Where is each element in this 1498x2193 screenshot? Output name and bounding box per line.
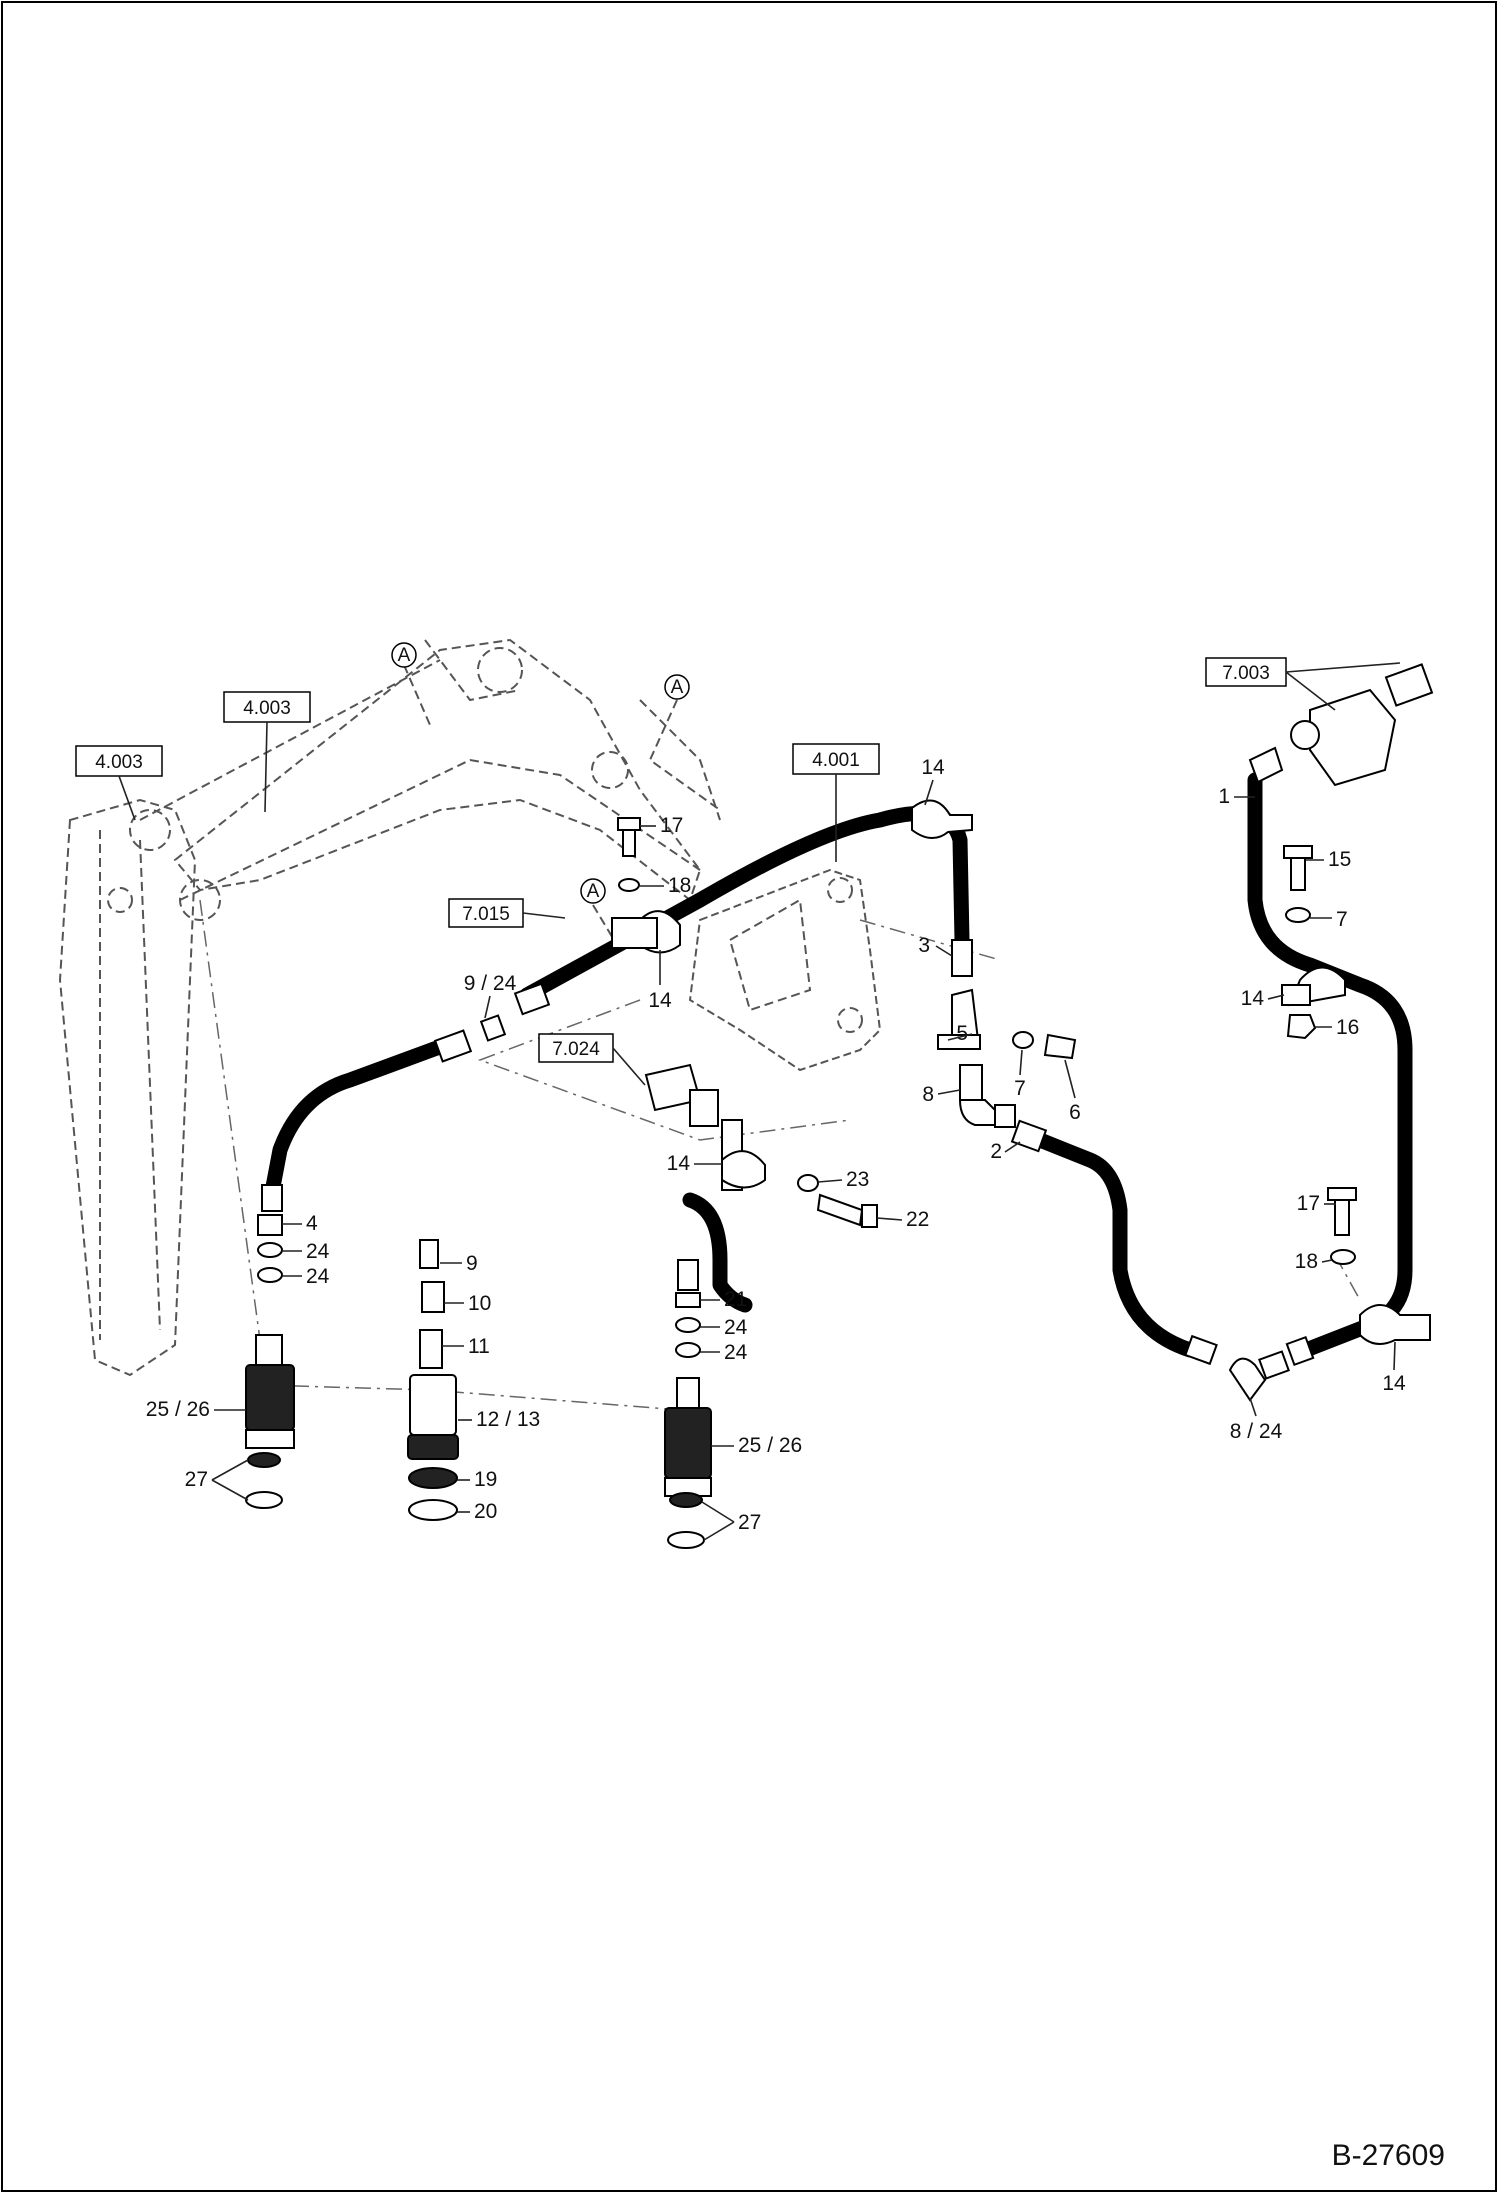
callout-label: 12 / 13	[476, 1408, 540, 1431]
callout-label: 16	[1336, 1016, 1359, 1039]
callout-label: 6	[1069, 1101, 1081, 1124]
ref-label-4003-b: 4.003	[243, 698, 291, 719]
callout-label: 23	[846, 1168, 869, 1191]
ref-box-7015	[448, 898, 524, 928]
callout-label: 2	[990, 1140, 1002, 1163]
callout-label: 8 / 24	[1230, 1420, 1283, 1443]
detail-marker-circle	[664, 674, 690, 700]
ref-label-7024: 7.024	[552, 1039, 600, 1060]
callout-label: 14	[921, 756, 945, 779]
detail-marker-label: A	[398, 645, 411, 666]
callout-label: 15	[1328, 848, 1351, 871]
callout-label: 7	[1336, 908, 1348, 931]
callout-label: 19	[474, 1468, 497, 1491]
fittings	[245, 663, 1434, 1549]
callout-label: 24	[306, 1240, 330, 1263]
callout-label: 10	[468, 1292, 491, 1315]
hoses	[264, 772, 1413, 1358]
ref-box-4003-a	[75, 745, 163, 777]
callout-label: 18	[668, 874, 691, 897]
detail-marker-circle	[391, 642, 417, 668]
callout-label: 27	[185, 1468, 208, 1491]
callout-label: 5	[956, 1022, 968, 1045]
detail-markers: A A A	[391, 642, 690, 904]
callout-label: 27	[738, 1511, 761, 1534]
callout-label: 21	[724, 1288, 747, 1311]
detail-marker-label: A	[587, 881, 600, 902]
ref-label-7003: 7.003	[1222, 663, 1270, 684]
callout-label: 25 / 26	[146, 1398, 210, 1421]
ref-box-7003	[1205, 657, 1287, 687]
callout-label: 14	[667, 1152, 691, 1175]
callout-label: 9 / 24	[464, 972, 517, 995]
callout-label: 14	[648, 989, 672, 1012]
callout-label: 22	[906, 1208, 929, 1231]
callout-label: 1	[1218, 785, 1230, 808]
callout-label: 3	[918, 934, 930, 957]
callout-label: 20	[474, 1500, 497, 1523]
callout-label: 18	[1295, 1250, 1318, 1273]
detail-marker-circle	[580, 878, 606, 904]
ref-box-4003-b	[223, 691, 311, 723]
ref-label-4003-a: 4.003	[95, 752, 143, 773]
callout-label: 17	[1297, 1192, 1320, 1215]
drawing-number: B-27609	[1332, 2139, 1445, 2172]
callout-label: 17	[660, 814, 683, 837]
callout-label: 11	[468, 1335, 490, 1358]
ref-label-7015: 7.015	[462, 904, 510, 925]
dash-dot-connection-lines	[199, 899, 1361, 1411]
reference-boxes: 4.003 4.003 4.001 7.015 7.024 7.003	[75, 657, 1401, 1086]
callout-label: 4	[306, 1212, 318, 1235]
callout-label: 25 / 26	[738, 1434, 802, 1457]
ref-label-4001: 4.001	[812, 750, 860, 771]
callout-label: 24	[306, 1265, 330, 1288]
callouts: 14 17 18 14 9 / 24 3 5 7 6 8 2 4 24 24 9…	[146, 756, 1406, 1541]
callout-label: 14	[1241, 987, 1265, 1010]
callout-label: 7	[1014, 1077, 1026, 1100]
callout-label: 9	[466, 1252, 478, 1275]
callout-label: 14	[1382, 1372, 1406, 1395]
callout-label: 8	[922, 1083, 934, 1106]
callout-label: 24	[724, 1341, 748, 1364]
callout-label: 24	[724, 1316, 748, 1339]
detail-marker-label: A	[671, 677, 684, 698]
